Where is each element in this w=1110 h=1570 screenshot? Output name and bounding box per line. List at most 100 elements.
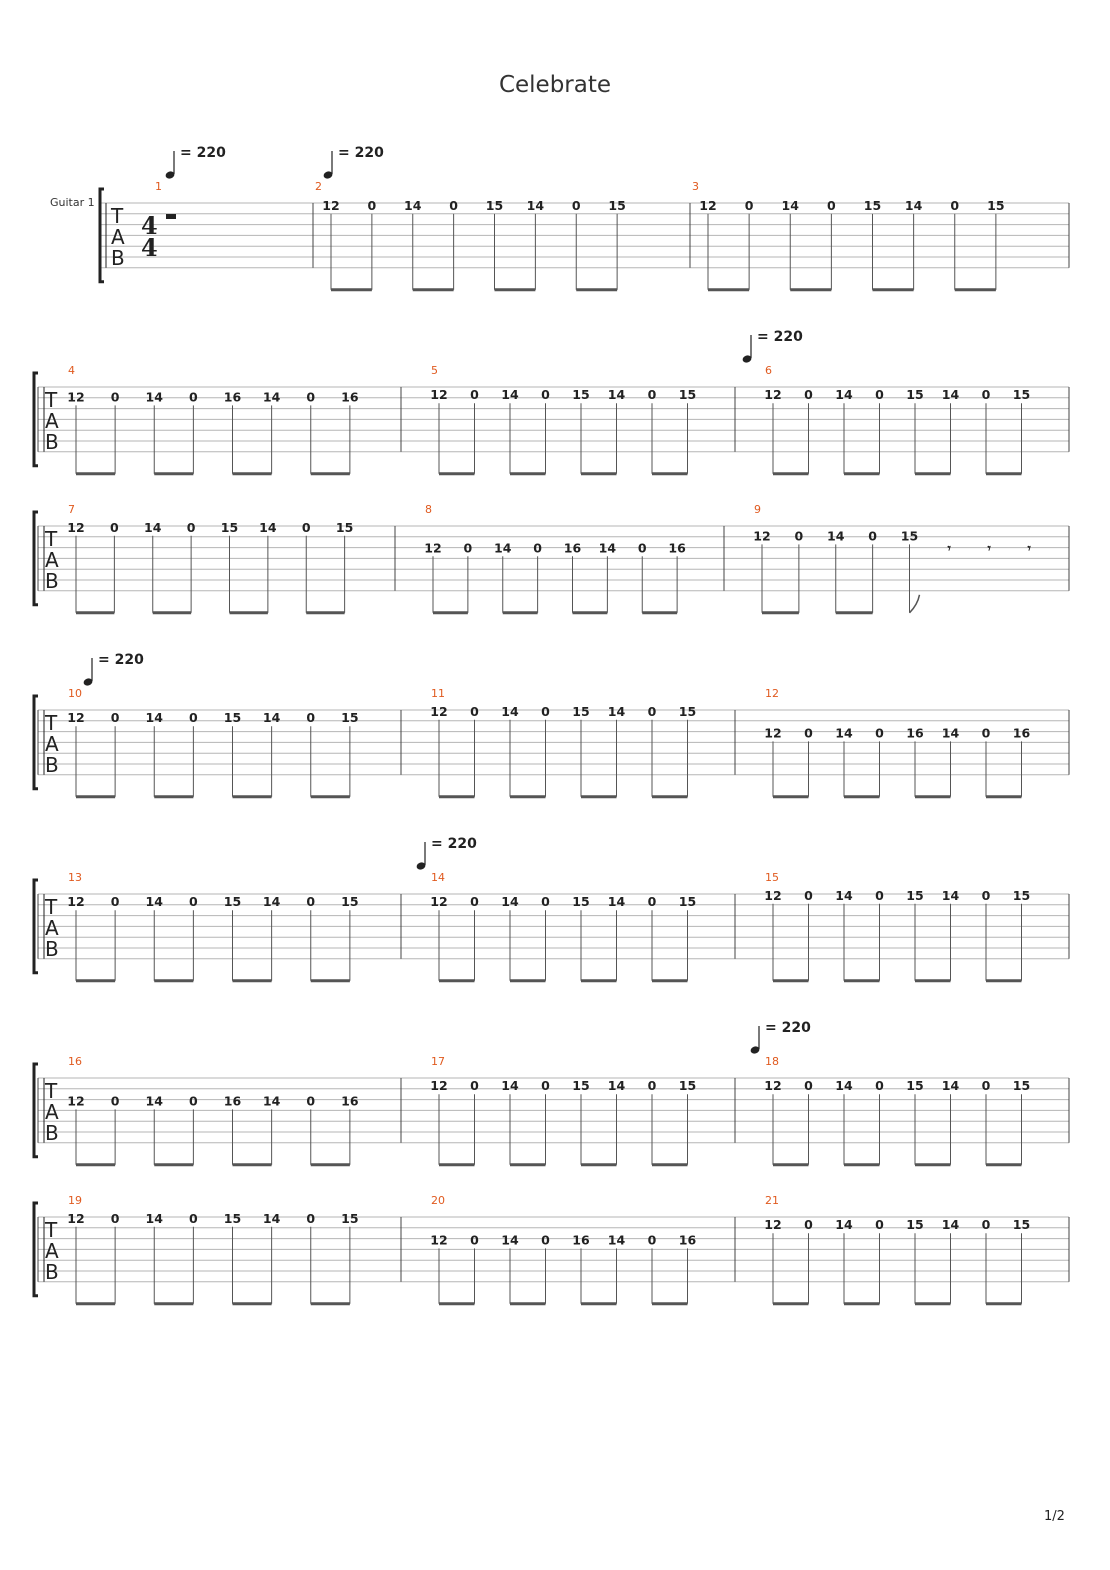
measure-number: 5 — [431, 364, 438, 377]
fret-number: 15 — [341, 894, 358, 909]
fret-number: 12 — [430, 1078, 447, 1093]
fret-number: 12 — [322, 198, 339, 213]
system-bracket — [32, 510, 38, 607]
system-bracket — [98, 187, 104, 284]
fret-number: 0 — [470, 894, 479, 909]
eighth-rest-icon: 𝄾 — [947, 540, 952, 555]
fret-number: 14 — [608, 387, 626, 402]
fret-number: 14 — [501, 1232, 519, 1247]
fret-number: 14 — [942, 1078, 960, 1093]
tab-clef-letter: A — [45, 1100, 59, 1124]
fret-number: 15 — [221, 520, 238, 535]
fret-number: 0 — [541, 387, 550, 402]
tab-clef-letter: A — [45, 1239, 59, 1263]
measure-number: 15 — [765, 871, 779, 884]
fret-number: 12 — [764, 725, 781, 740]
fret-number: 14 — [827, 528, 845, 543]
fret-number: 15 — [336, 520, 353, 535]
fret-number: 14 — [527, 198, 545, 213]
fret-number: 14 — [263, 1093, 281, 1108]
fret-number: 0 — [572, 198, 581, 213]
fret-number: 14 — [608, 1078, 626, 1093]
measure-number: 16 — [68, 1055, 82, 1068]
fret-number: 0 — [804, 1078, 813, 1093]
fret-number: 0 — [189, 389, 198, 404]
fret-number: 0 — [306, 1093, 315, 1108]
fret-number: 0 — [804, 1217, 813, 1232]
fret-number: 14 — [835, 1217, 853, 1232]
fret-number: 0 — [110, 520, 119, 535]
measure-number: 14 — [431, 871, 445, 884]
fret-number: 14 — [263, 710, 281, 725]
measure-number: 19 — [68, 1194, 82, 1207]
tempo-note-icon — [165, 171, 175, 179]
fret-number: 16 — [1013, 725, 1031, 740]
fret-number: 0 — [111, 1093, 120, 1108]
fret-number: 0 — [189, 894, 198, 909]
measure-number: 12 — [765, 687, 779, 700]
fret-number: 15 — [679, 387, 696, 402]
fret-number: 12 — [430, 894, 447, 909]
fret-number: 14 — [494, 540, 512, 555]
fret-number: 0 — [804, 387, 813, 402]
fret-number: 14 — [146, 894, 164, 909]
fret-number: 0 — [638, 540, 647, 555]
fret-number: 0 — [541, 894, 550, 909]
fret-number: 0 — [868, 528, 877, 543]
half-rest-icon — [166, 214, 176, 219]
fret-number: 12 — [67, 1211, 84, 1226]
fret-number: 16 — [668, 540, 686, 555]
tab-clef-letter: B — [45, 430, 59, 454]
fret-number: 12 — [430, 1232, 447, 1247]
fret-number: 0 — [306, 389, 315, 404]
fret-number: 0 — [470, 1078, 479, 1093]
tab-clef-letter: B — [45, 569, 59, 593]
fret-number: 15 — [572, 894, 589, 909]
fret-number: 0 — [875, 725, 884, 740]
system-bracket — [32, 694, 38, 791]
tab-clef-letter: T — [44, 895, 58, 919]
page-number: 1/2 — [1044, 1509, 1065, 1524]
fret-number: 15 — [679, 894, 696, 909]
tempo-marking: = 220 — [338, 145, 384, 161]
fret-number: 0 — [449, 198, 458, 213]
fret-number: 0 — [982, 1217, 991, 1232]
fret-number: 0 — [470, 387, 479, 402]
fret-number: 0 — [648, 1232, 657, 1247]
fret-number: 0 — [464, 540, 473, 555]
fret-number: 0 — [533, 540, 542, 555]
fret-number: 12 — [430, 387, 447, 402]
tempo-note-icon — [83, 678, 93, 686]
fret-number: 15 — [224, 710, 241, 725]
fret-number: 15 — [1013, 1217, 1030, 1232]
fret-number: 16 — [679, 1232, 697, 1247]
fret-number: 0 — [189, 710, 198, 725]
fret-number: 14 — [146, 389, 164, 404]
fret-number: 0 — [827, 198, 836, 213]
fret-number: 15 — [341, 710, 358, 725]
fret-number: 0 — [111, 710, 120, 725]
fret-number: 15 — [572, 704, 589, 719]
fret-number: 0 — [982, 888, 991, 903]
tab-clef-letter: A — [45, 732, 59, 756]
fret-number: 14 — [608, 894, 626, 909]
fret-number: 14 — [835, 1078, 853, 1093]
fret-number: 0 — [111, 894, 120, 909]
fret-number: 15 — [608, 198, 625, 213]
measure-number: 3 — [692, 180, 699, 193]
tab-clef-letter: T — [110, 204, 124, 228]
fret-number: 14 — [905, 198, 923, 213]
tab-clef-letter: T — [44, 711, 58, 735]
fret-number: 14 — [146, 1093, 164, 1108]
tempo-note-icon — [750, 1046, 760, 1054]
fret-number: 0 — [745, 198, 754, 213]
tab-clef-letter: B — [45, 753, 59, 777]
system-bracket — [32, 1201, 38, 1298]
fret-number: 14 — [942, 888, 960, 903]
fret-number: 14 — [501, 704, 519, 719]
fret-number: 0 — [470, 704, 479, 719]
tab-clef-letter: T — [44, 1079, 58, 1103]
fret-number: 15 — [572, 387, 589, 402]
fret-number: 0 — [111, 389, 120, 404]
